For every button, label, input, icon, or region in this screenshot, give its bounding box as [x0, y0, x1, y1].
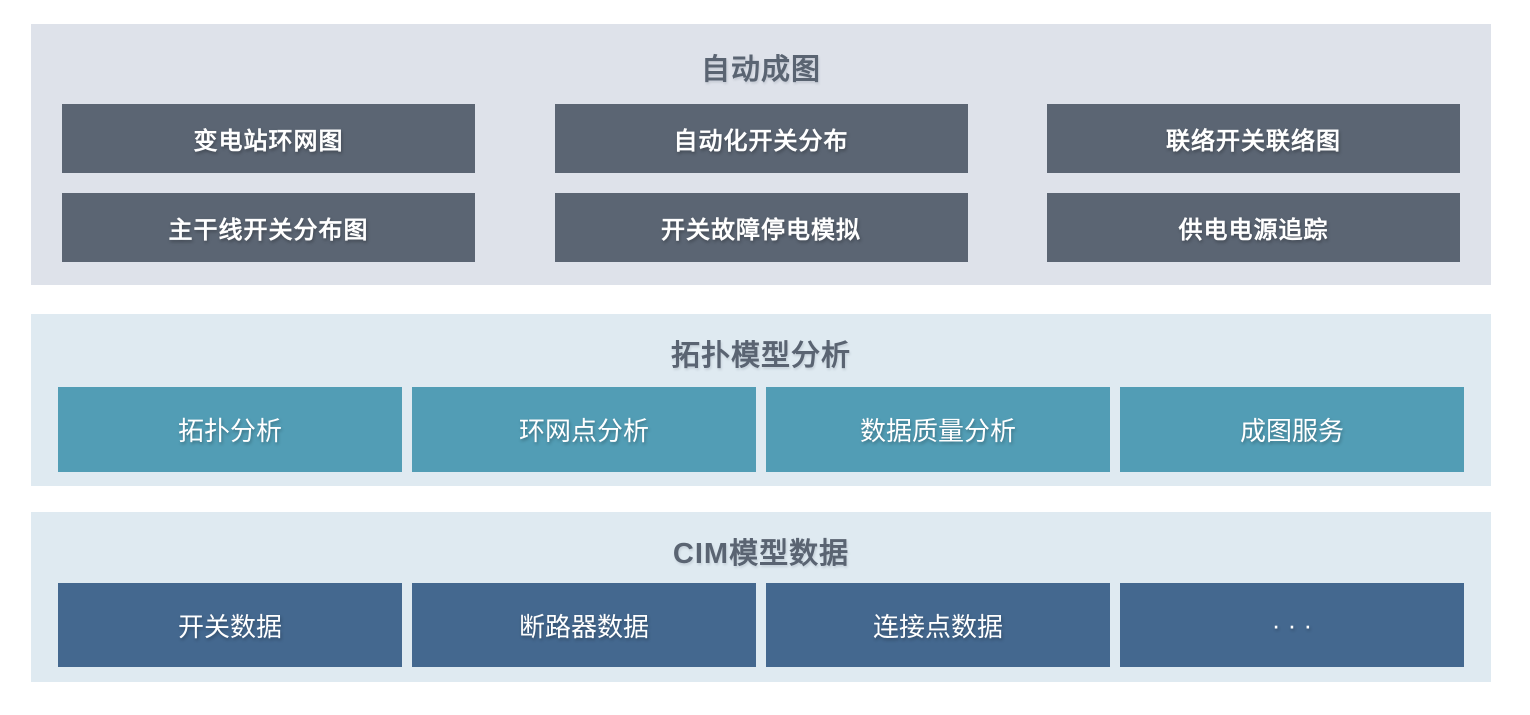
section-title-cim-model-data: CIM模型数据 — [672, 538, 850, 570]
block-switch-data: 开关数据 — [58, 583, 402, 667]
block-automated-switch-distribution: 自动化开关分布 — [554, 104, 968, 173]
block-more-data-ellipsis: · · · — [1120, 583, 1464, 667]
block-row: 拓扑分析 环网点分析 数据质量分析 成图服务 — [31, 387, 1491, 472]
section-title-topology-model-analysis: 拓扑模型分析 — [670, 340, 851, 372]
block-row: 开关数据 断路器数据 连接点数据 · · · — [31, 583, 1491, 667]
block-mapping-service: 成图服务 — [1120, 387, 1464, 472]
block-power-source-tracing: 供电电源追踪 — [1047, 193, 1460, 262]
block-topology-analysis: 拓扑分析 — [58, 387, 402, 472]
section-cim-model-data: CIM模型数据 开关数据 断路器数据 连接点数据 · · · — [31, 512, 1491, 682]
block-tie-switch-connection-diagram: 联络开关联络图 — [1047, 104, 1460, 173]
block-ring-network-point-analysis: 环网点分析 — [412, 387, 756, 472]
block-row: 主干线开关分布图 开关故障停电模拟 供电电源追踪 — [31, 193, 1491, 262]
section-title-auto-mapping: 自动成图 — [700, 54, 821, 86]
block-substation-ring-network-diagram: 变电站环网图 — [62, 104, 475, 173]
block-switch-fault-outage-simulation: 开关故障停电模拟 — [554, 193, 968, 262]
section-topology-model-analysis: 拓扑模型分析 拓扑分析 环网点分析 数据质量分析 成图服务 — [31, 314, 1491, 486]
block-data-quality-analysis: 数据质量分析 — [766, 387, 1110, 472]
block-connection-point-data: 连接点数据 — [766, 583, 1110, 667]
block-trunk-line-switch-distribution-diagram: 主干线开关分布图 — [62, 193, 475, 262]
block-row: 变电站环网图 自动化开关分布 联络开关联络图 — [31, 104, 1491, 173]
section-auto-mapping: 自动成图 变电站环网图 自动化开关分布 联络开关联络图 主干线开关分布图 开关故… — [31, 24, 1491, 285]
block-circuit-breaker-data: 断路器数据 — [412, 583, 756, 667]
